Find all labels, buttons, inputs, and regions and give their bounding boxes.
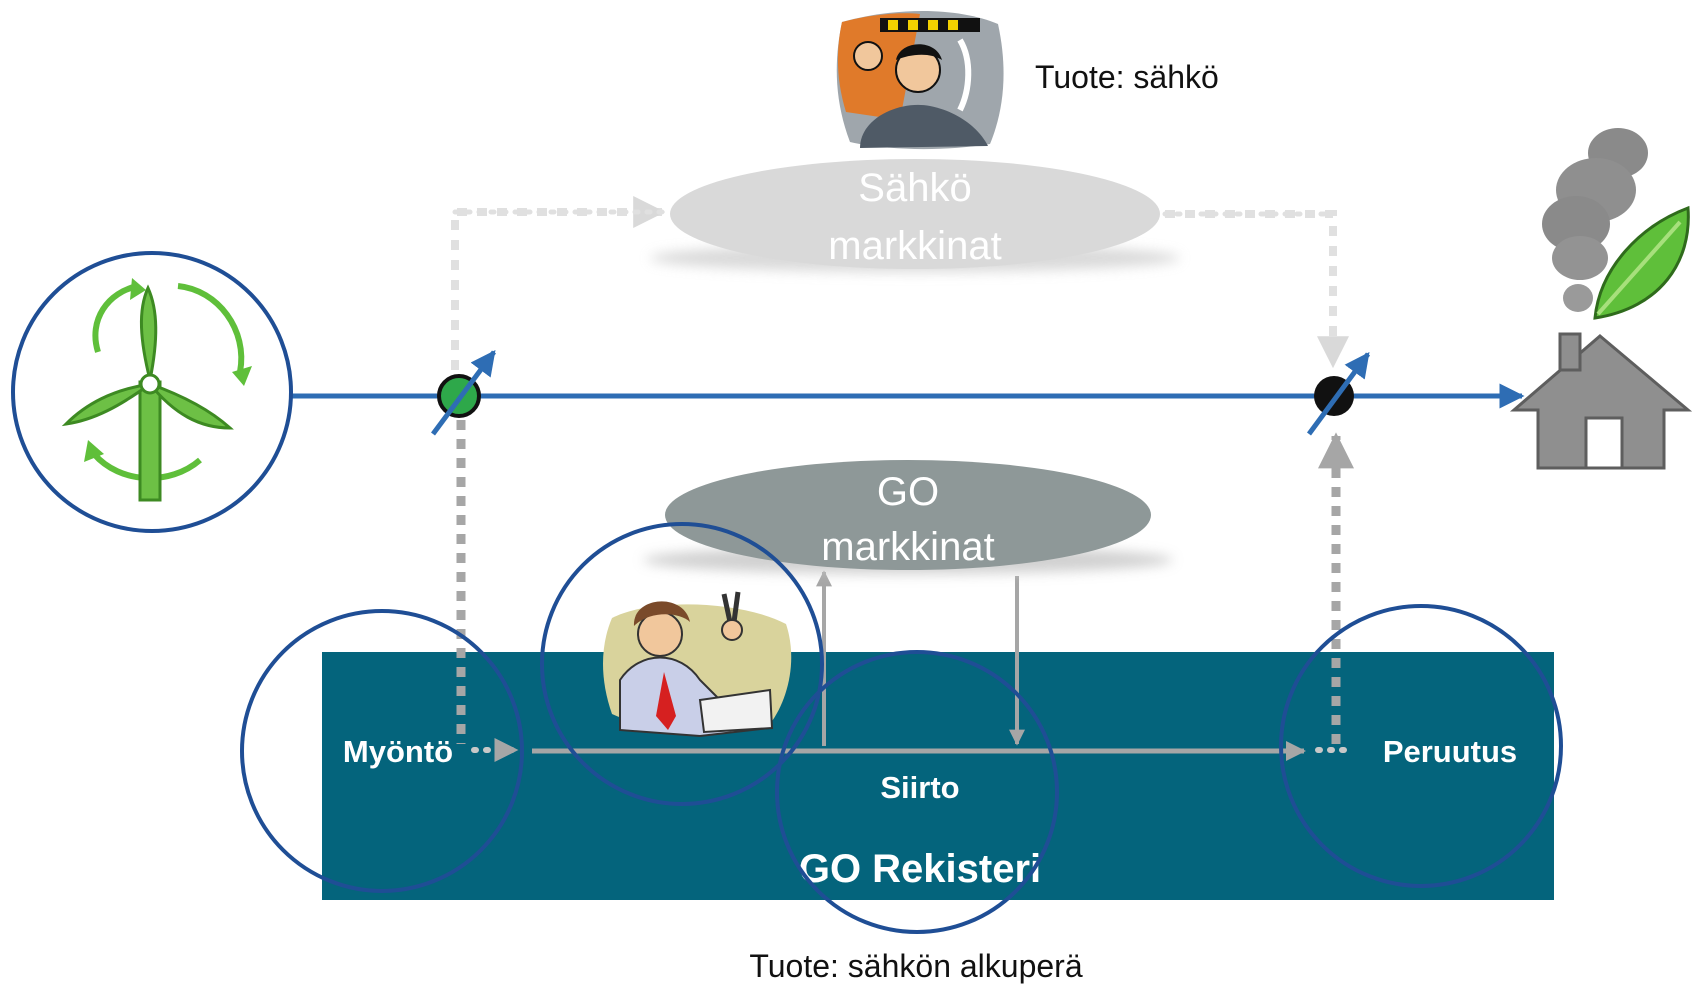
highlight-circle-cancellation bbox=[1279, 604, 1563, 888]
electricity-market: Sähkö markkinat bbox=[650, 159, 1180, 272]
wind-turbine-icon bbox=[11, 251, 293, 533]
registry-title: GO Rekisteri bbox=[799, 847, 1041, 891]
go-registry-panel: GO Rekisteri Myöntö Siirto Peruutus bbox=[322, 652, 1554, 900]
traders-icon bbox=[836, 10, 1004, 150]
electricity-market-connectors bbox=[451, 196, 1349, 370]
highlight-circle-broker bbox=[540, 522, 824, 806]
bottom-product-label: Tuote: sähkön alkuperä bbox=[749, 948, 1082, 984]
registry-flow bbox=[471, 570, 1347, 762]
go-market-ellipse bbox=[665, 460, 1151, 570]
registry-cancellation-label: Peruutus bbox=[1383, 734, 1517, 769]
consumption-meter-arrow bbox=[1306, 351, 1371, 436]
electricity-market-line1: Sähkö bbox=[858, 166, 971, 210]
electricity-market-ellipse bbox=[670, 159, 1160, 269]
top-product-label: Tuote: sähkö bbox=[1035, 59, 1219, 95]
go-market: GO markkinat bbox=[643, 460, 1173, 574]
physical-flow bbox=[278, 349, 1525, 436]
highlight-circle-transfer bbox=[775, 650, 1059, 934]
electricity-market-line2: markkinat bbox=[828, 224, 1001, 268]
producer-to-market-dots bbox=[451, 196, 666, 370]
market-to-consumer-dots bbox=[1165, 210, 1349, 369]
registry-issue-label: Myöntö bbox=[343, 734, 453, 769]
go-market-line2: markkinat bbox=[821, 525, 994, 569]
go-market-line1: GO bbox=[877, 470, 939, 514]
registry-transfer-label: Siirto bbox=[880, 770, 959, 805]
highlight-circle-issue bbox=[240, 609, 524, 893]
highlight-circles bbox=[240, 522, 1563, 934]
phone-broker-icon bbox=[603, 591, 792, 738]
house-icon bbox=[1509, 128, 1693, 470]
registry-connectors bbox=[456, 420, 1354, 744]
production-meter-arrow bbox=[430, 349, 497, 436]
